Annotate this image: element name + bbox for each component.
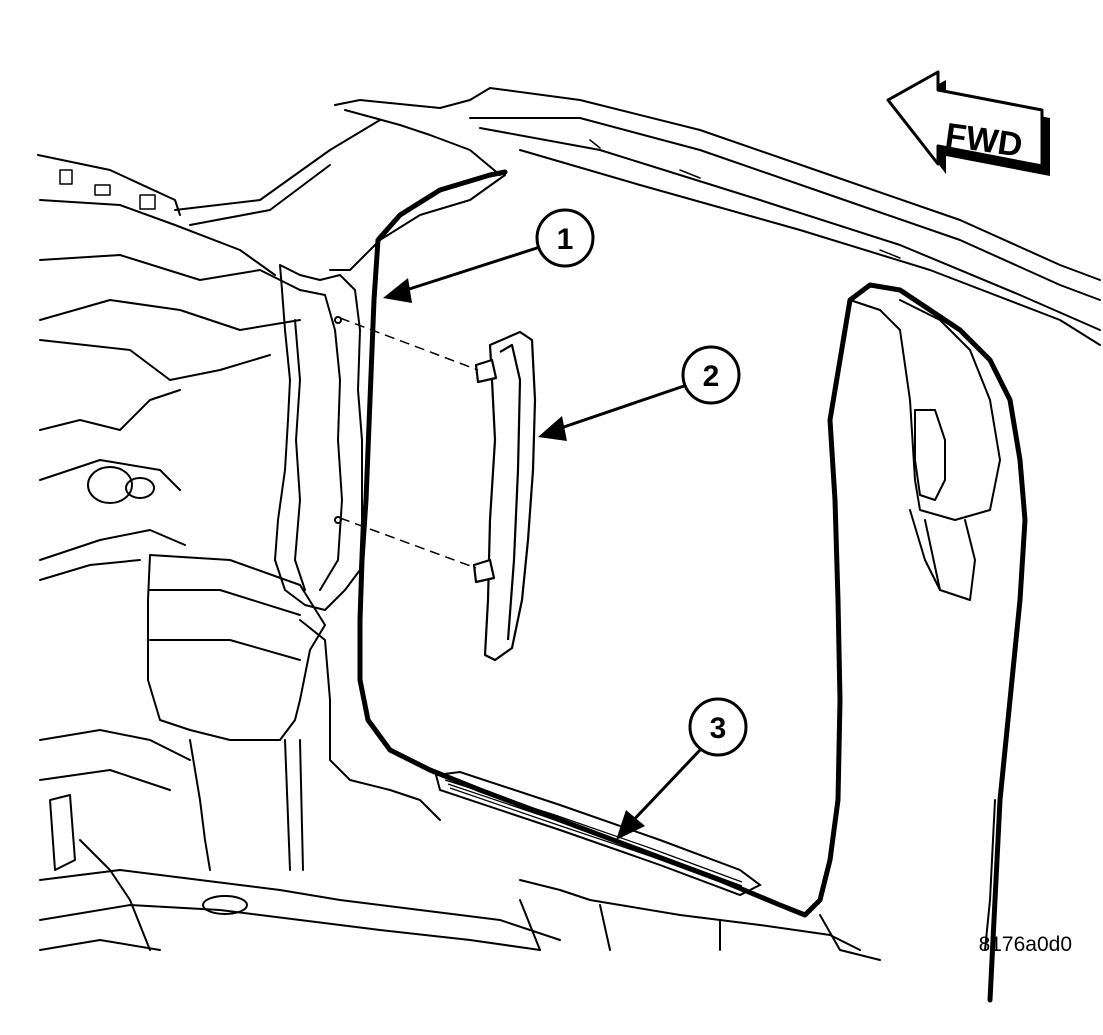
roof-rail xyxy=(469,87,1101,281)
figure-id: 8176a0d0 xyxy=(979,933,1072,956)
callout-1-number: 1 xyxy=(557,223,574,256)
floor-pan xyxy=(39,729,191,761)
callout-3-number: 3 xyxy=(710,712,727,745)
callout-3-arrowhead xyxy=(616,810,645,840)
a-pillar-top xyxy=(334,99,471,109)
alignment-dashes xyxy=(339,317,479,569)
callout-2-circle xyxy=(681,345,741,405)
door-opening-seal xyxy=(357,169,1028,1003)
callout-1-circle xyxy=(535,208,595,268)
callout-3: 3 xyxy=(616,697,748,840)
fwd-arrow-outline xyxy=(886,70,1044,168)
callout-1: 1 xyxy=(383,208,595,303)
callout-2-arrowhead xyxy=(538,416,567,441)
b-pillar-structure xyxy=(274,264,363,611)
sill-scuff-plate xyxy=(434,770,762,897)
vehicle-body-linework xyxy=(37,87,1101,1003)
kick-panel xyxy=(147,554,326,741)
callout-1-arrowhead xyxy=(383,278,412,303)
cowl-panel xyxy=(37,154,181,216)
c-pillar xyxy=(849,299,1001,521)
callout-3-circle xyxy=(688,697,748,757)
fwd-direction-arrow: FWD xyxy=(886,70,1050,176)
callout-2-number: 2 xyxy=(703,360,720,393)
callout-2: 2 xyxy=(538,345,741,441)
b-pillar-trim-panel xyxy=(472,330,537,662)
